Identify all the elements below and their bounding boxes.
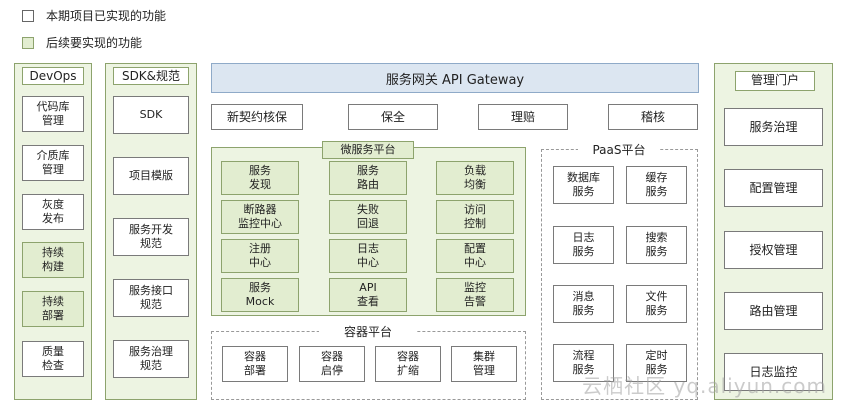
ms-item-api-view: API 查看 [329,278,407,312]
paas-item-database: 数据库 服务 [553,166,614,204]
devops-title: DevOps [22,67,84,85]
portal-title: 管理门户 [735,71,815,91]
business-new-contract-underwriting: 新契约核保 [211,104,303,130]
ms-item-registry: 注册 中心 [221,239,299,273]
ms-item-access-control: 访问 控制 [436,200,514,234]
watermark: 云栖社区 yq.aliyun.com [582,374,827,398]
devops-item-continuous-build: 持续 构建 [22,242,84,278]
devops-item-canary-release: 灰度 发布 [22,194,84,230]
business-audit: 稽核 [608,104,698,130]
portal-item-route-mgmt: 路由管理 [724,292,823,330]
sdk-item-project-template: 项目模版 [113,157,189,195]
legend-label-implemented: 本期项目已实现的功能 [46,9,167,23]
paas-item-search: 搜索 服务 [626,226,687,264]
paas-item-cache: 缓存 服务 [626,166,687,204]
portal-item-auth-mgmt: 授权管理 [724,231,823,269]
business-preservation: 保全 [348,104,438,130]
ms-item-load-balancing: 负载 均衡 [436,161,514,195]
ms-item-fallback: 失败 回退 [329,200,407,234]
api-gateway: 服务网关 API Gateway [211,63,699,93]
sdk-item-interface-spec: 服务接口 规范 [113,279,189,317]
devops-item-continuous-deploy: 持续 部署 [22,291,84,327]
container-item-cluster-mgmt: 集群 管理 [451,346,517,382]
devops-item-quality-check: 质量 检查 [22,341,84,377]
paas-item-log: 日志 服务 [553,226,614,264]
container-item-deploy: 容器 部署 [222,346,288,382]
legend-swatch-planned [22,37,34,49]
microservice-title: 微服务平台 [322,141,414,159]
container-item-start-stop: 容器 启停 [299,346,365,382]
paas-title: PaaS平台 [578,142,660,158]
paas-item-message: 消息 服务 [553,285,614,323]
devops-item-code-repo: 代码库 管理 [22,96,84,132]
sdk-item-governance-spec: 服务治理 规范 [113,340,189,378]
devops-item-artifact-repo: 介质库 管理 [22,145,84,181]
ms-item-circuit-breaker: 断路器 监控中心 [221,200,299,234]
ms-item-service-routing: 服务 路由 [329,161,407,195]
paas-item-workflow: 流程 服务 [553,344,614,382]
legend-swatch-implemented [22,10,34,22]
ms-item-service-mock: 服务 Mock [221,278,299,312]
portal-item-config-mgmt: 配置管理 [724,169,823,207]
container-title: 容器平台 [319,324,417,340]
sdk-title: SDK&规范 [113,67,189,85]
container-item-scaling: 容器 扩缩 [375,346,441,382]
legend-label-planned: 后续要实现的功能 [46,36,143,50]
portal-item-service-governance: 服务治理 [724,108,823,146]
ms-item-service-discovery: 服务 发现 [221,161,299,195]
ms-item-log-center: 日志 中心 [329,239,407,273]
ms-item-config-center: 配置 中心 [436,239,514,273]
sdk-item-sdk: SDK [113,96,189,134]
paas-item-scheduler: 定时 服务 [626,344,687,382]
business-claims: 理赔 [478,104,568,130]
paas-item-file: 文件 服务 [626,285,687,323]
sdk-item-dev-spec: 服务开发 规范 [113,218,189,256]
portal-item-log-monitoring: 日志监控 [724,353,823,391]
ms-item-monitoring-alerts: 监控 告警 [436,278,514,312]
